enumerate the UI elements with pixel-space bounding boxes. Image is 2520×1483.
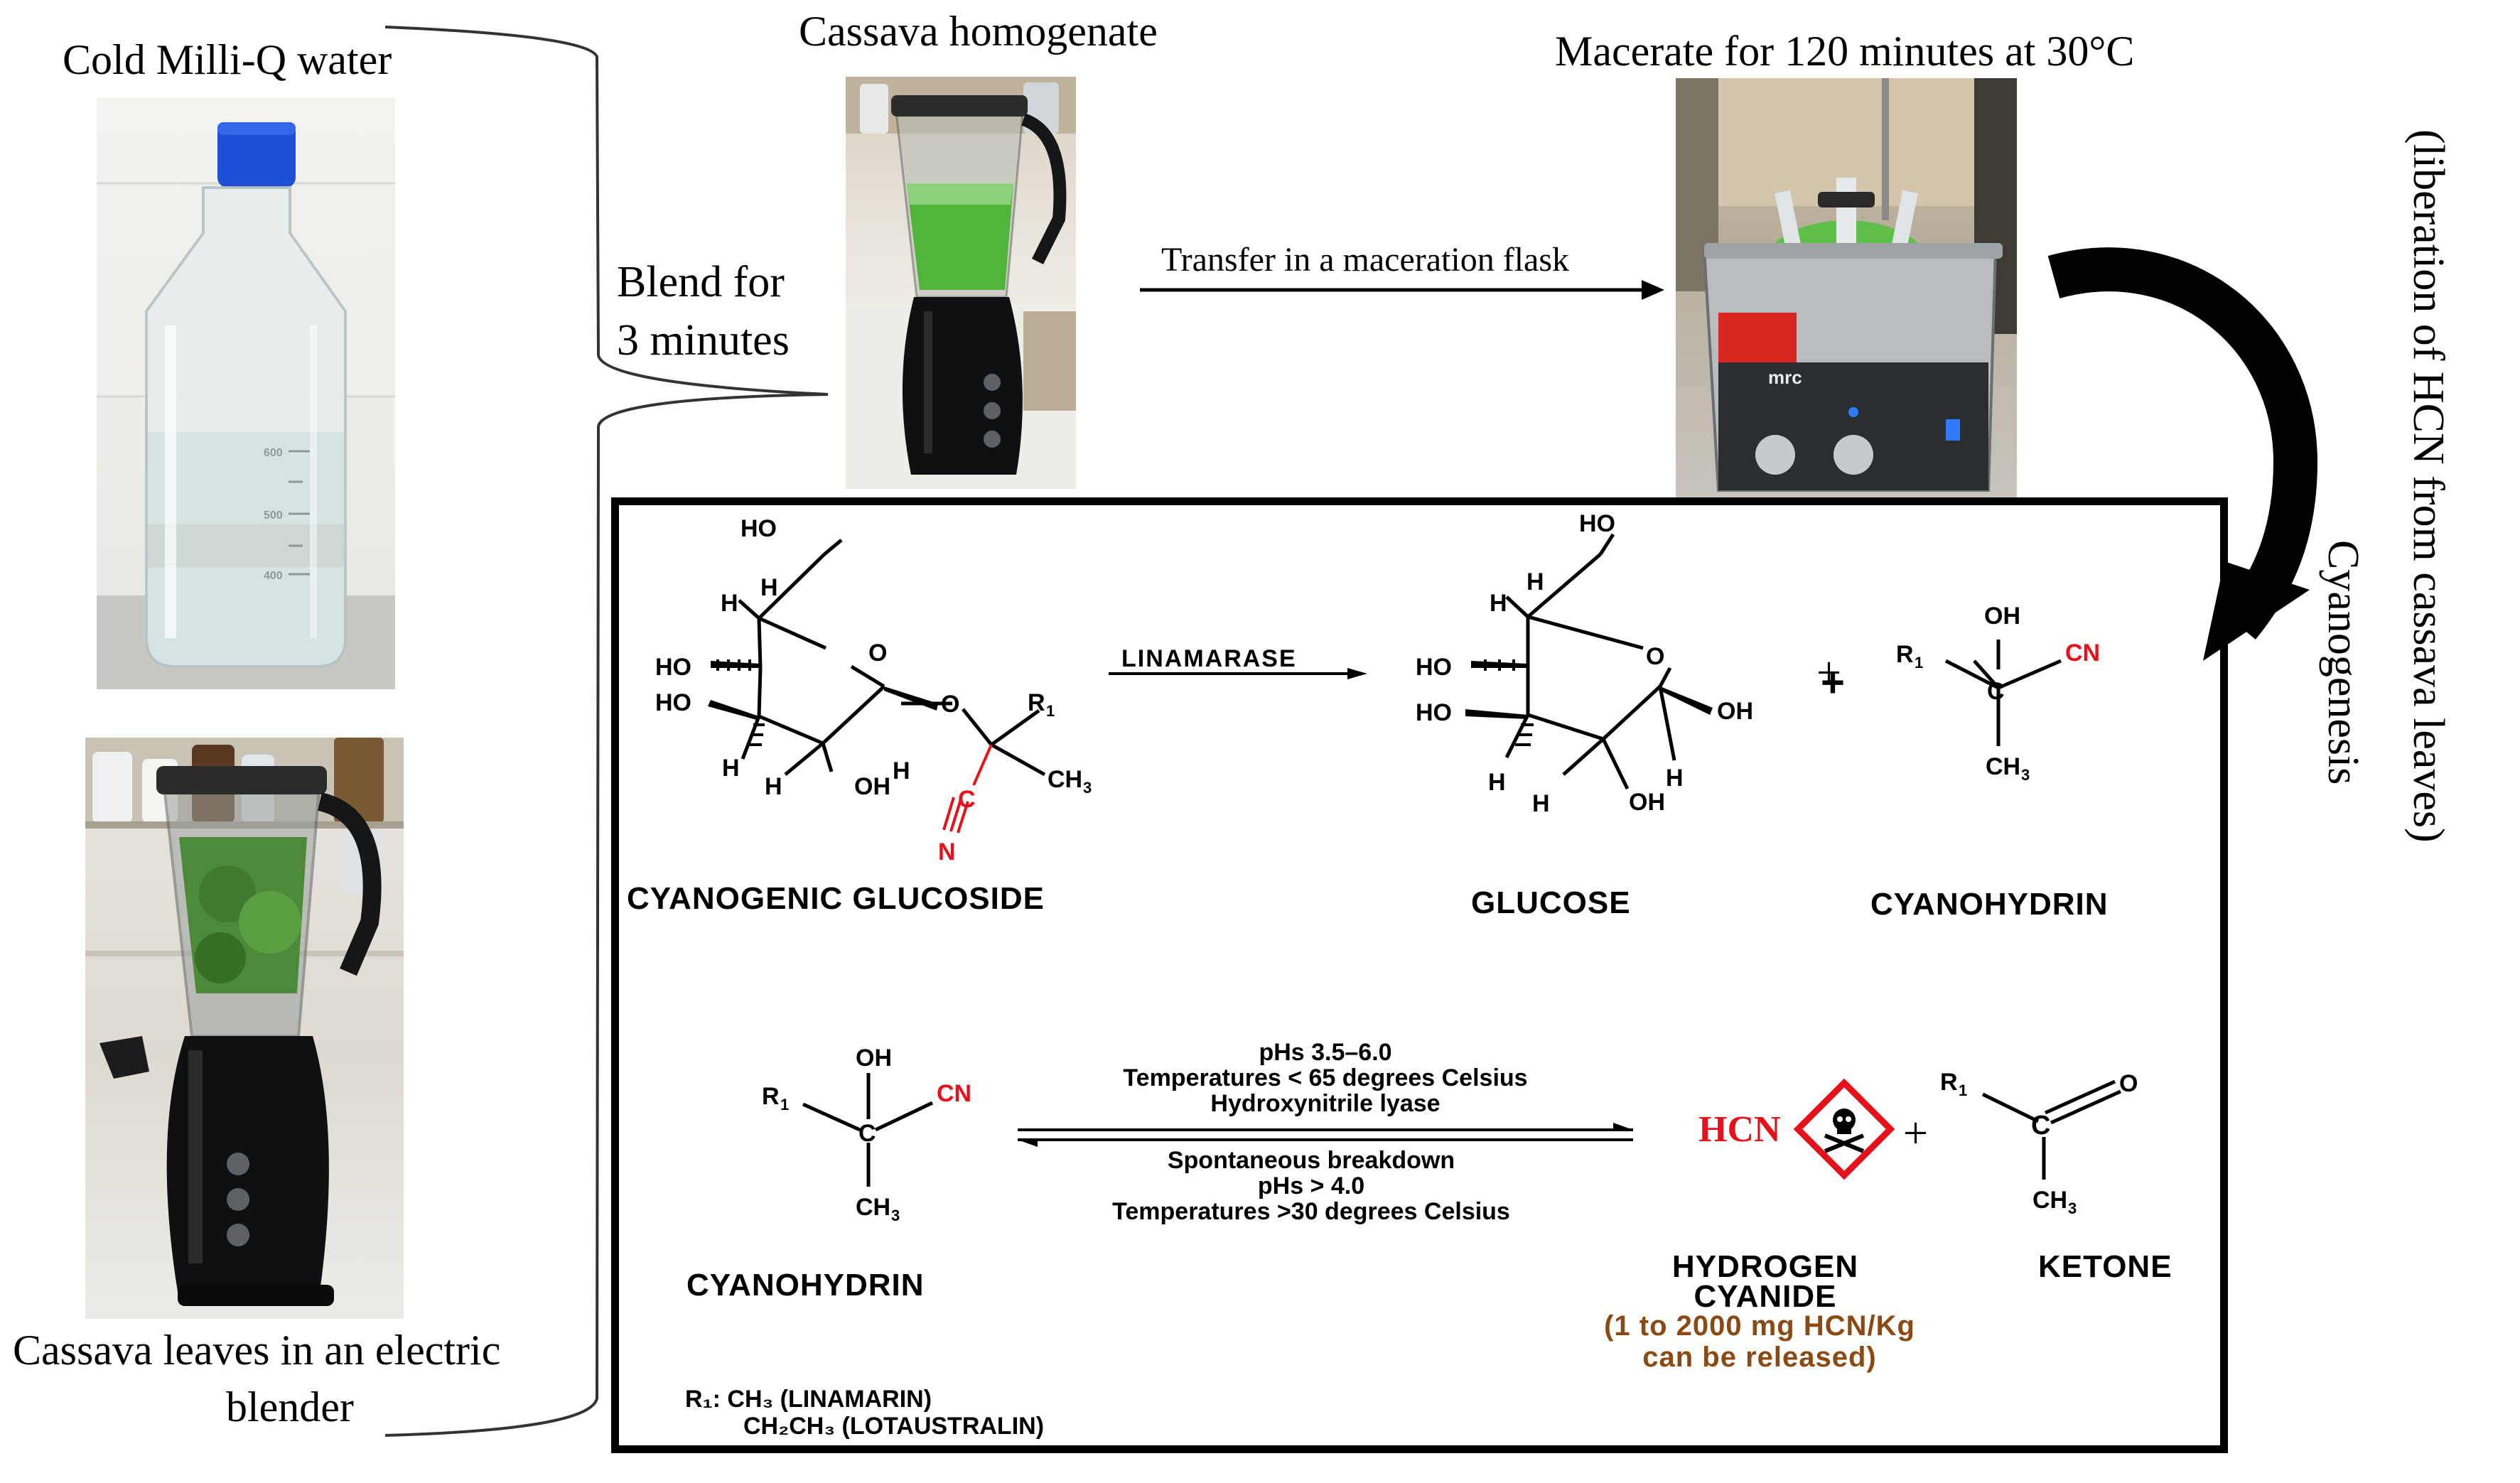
svg-text:3: 3 [2021,766,2030,784]
blend-step-line1: Blend for [617,258,785,306]
forward-conditions-line1: pHs 3.5–6.0 [1259,1039,1392,1066]
cyanohydrin-label-top: CYANOHYDRIN [1870,887,2109,922]
svg-text:1: 1 [780,1096,789,1113]
water-bottle-illustration: 600 500 400 [97,122,395,689]
svg-text:H: H [893,757,910,784]
hcn-formula: HCN [1698,1109,1781,1150]
svg-text:3: 3 [2068,1199,2077,1217]
hydrogen-cyanide-label-line1: HYDROGEN [1671,1249,1859,1284]
bath-brand-text: mrc [1768,367,1802,388]
svg-text:H: H [1488,769,1506,796]
svg-text:H: H [1526,568,1544,595]
svg-text:R: R [1940,1069,1958,1096]
svg-text:1: 1 [1959,1082,1967,1099]
svg-text:O: O [2119,1070,2138,1097]
transfer-label: Transfer in a maceration flask [1161,241,1570,279]
svg-text:HO: HO [1579,510,1615,537]
leaves-caption-line2: blender [226,1384,354,1430]
cyanohydrin-label-bottom: CYANOHYDRIN [686,1268,925,1303]
svg-text:O: O [1646,643,1664,670]
svg-text:HO: HO [1416,654,1452,681]
svg-text:HO: HO [655,654,691,681]
svg-text:3: 3 [891,1207,900,1224]
leaves-blender-illustration [85,738,404,1306]
reaction-scheme-box [611,497,2228,1453]
svg-text:HO: HO [741,515,777,542]
reverse-conditions-line3: Temperatures >30 degrees Celsius [1112,1198,1510,1225]
svg-text:CN: CN [2065,640,2100,667]
reverse-conditions-line2: pHs > 4.0 [1257,1172,1365,1199]
svg-text:C: C [858,1120,876,1147]
curved-arrow-icon [2047,247,2318,661]
svg-text:HO: HO [655,689,691,716]
svg-text:CH: CH [856,1194,890,1221]
homogenate-caption: Cassava homogenate [799,8,1158,55]
svg-text:O: O [941,691,959,718]
svg-text:CN: CN [937,1080,971,1107]
svg-text:O: O [868,640,887,667]
bottle-mark-500: 500 [264,509,283,522]
hydrogen-cyanide-label-line2: CYANIDE [1694,1279,1837,1314]
linamarase-label: LINAMARASE [1121,645,1297,672]
svg-text:CH: CH [1986,753,2020,780]
bottle-mark-400: 400 [264,570,283,582]
svg-text:+: + [1821,659,1845,706]
svg-text:H: H [722,755,740,782]
cyanogenic-glucoside-label: CYANOGENIC GLUCOSIDE [627,881,1045,916]
release-note-line1: (1 to 2000 mg HCN/Kg [1604,1310,1915,1342]
svg-text:H: H [1666,765,1684,792]
svg-text:N: N [938,838,956,865]
svg-text:R: R [1896,641,1914,668]
skull-crossbones-hazard-icon [1793,1078,1895,1180]
ultrasonic-bath-illustration: mrc [1676,78,2017,492]
svg-text:H: H [765,773,782,800]
forward-conditions-line3: Hydroxynitrile lyase [1210,1090,1441,1117]
svg-text:CH: CH [1048,766,1082,793]
r1-footnote-line1: R₁: CH₃ (LINAMARIN) [685,1386,932,1413]
r1-footnote-line2: CH₂CH₃ (LOTAUSTRALIN) [743,1413,1045,1440]
plus-sign-top: + [1816,649,1841,697]
svg-text:H: H [721,590,738,617]
reverse-conditions-line1: Spontaneous breakdown [1167,1147,1455,1174]
cyanogenic-glucoside-structure [738,539,1046,777]
water-bottle-photo: 600 500 400 [97,98,395,689]
svg-text:CH: CH [2032,1187,2067,1214]
svg-text:3: 3 [1083,779,1092,797]
svg-text:HO: HO [1416,699,1452,726]
cassava-homogenate-photo [846,77,1076,489]
svg-text:H: H [1490,590,1507,617]
leaves-caption-line1: Cassava leaves in an electric [13,1327,501,1374]
glucose-label: GLUCOSE [1471,885,1631,920]
forward-conditions-line2: Temperatures < 65 degrees Celsius [1123,1064,1528,1091]
svg-text:OH: OH [1984,603,2020,630]
cassava-leaves-blender-photo [85,738,404,1319]
svg-text:OH: OH [854,773,890,800]
svg-text:C: C [1987,678,2005,705]
svg-text:1: 1 [1046,702,1055,720]
svg-text:C: C [2031,1111,2050,1140]
homogenate-blender-illustration [846,77,1076,489]
svg-text:C: C [958,786,976,813]
svg-text:H: H [1532,790,1550,817]
water-caption: Cold Milli-Q water [63,36,392,83]
svg-text:H: H [760,574,778,601]
svg-text:R: R [1028,689,1045,716]
release-note-line2: can be released) [1642,1342,1877,1373]
transfer-arrow [1140,280,1664,300]
svg-text:R: R [762,1083,780,1110]
ketone-label: KETONE [2038,1249,2172,1284]
svg-text:1: 1 [1915,654,1923,672]
bottle-mark-600: 600 [264,447,283,459]
svg-text:OH: OH [1629,789,1665,816]
maceration-bath-photo: mrc [1676,78,2017,497]
svg-text:OH: OH [1717,698,1753,725]
maceration-caption: Macerate for 120 minutes at 30°C [1555,28,2135,75]
plus-sign-bottom: + [1903,1109,1928,1158]
blend-step-line2: 3 minutes [617,316,790,365]
svg-text:OH: OH [856,1045,892,1072]
